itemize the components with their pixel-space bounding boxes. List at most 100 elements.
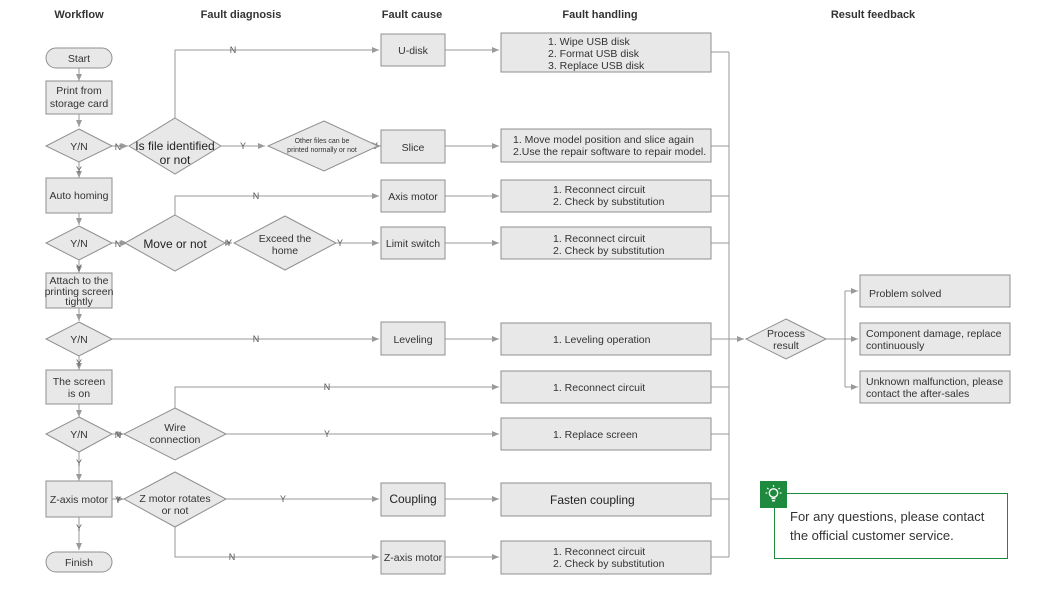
yn-decision-2	[44, 225, 114, 261]
process-result-line2: result	[773, 340, 799, 352]
diagnosis-column: Is file identified or not Other files ca…	[122, 117, 380, 528]
cause-coupling-label: Coupling	[389, 492, 436, 506]
exceed-line2: home	[272, 245, 298, 257]
move-or-not-label: Move or not	[143, 237, 207, 251]
edge-label-yes: Y	[280, 494, 286, 504]
screen-label-line1: The screen	[53, 376, 106, 388]
handling-axis-box	[500, 179, 712, 213]
yn-label: Y/N	[70, 141, 88, 153]
screen-label-line2: is on	[68, 388, 90, 400]
auto-homing-node	[45, 177, 113, 214]
z-rotates-line2: or not	[162, 505, 189, 517]
note-frame	[774, 493, 1008, 559]
file-identified-decision	[128, 117, 222, 175]
cause-column: U-disk Slice Axis motor Limit switch Lev…	[380, 33, 446, 575]
handling-replace-screen-box	[500, 417, 712, 451]
handling-zmotor-box	[500, 540, 712, 575]
edge-label-no: N	[324, 382, 331, 392]
edge-label-no: N	[115, 239, 122, 249]
handling-axis-1: 1. Reconnect circuit	[553, 184, 645, 196]
process-result-line1: Process	[767, 328, 805, 340]
result-column: Process result Problem solved Component …	[744, 274, 1011, 404]
screen-on-node	[45, 369, 113, 405]
result-damage-line2: continuously	[866, 340, 925, 352]
finish-label: Finish	[65, 557, 93, 569]
attach-label-line3: tightly	[65, 296, 93, 308]
edge-labels: Y N Y N Y Y N Y Y N Y Y N Y Y N N Y Y N	[76, 45, 378, 562]
handling-usb-3: 3. Replace USB disk	[548, 60, 645, 72]
cause-z-axis-motor-box	[380, 540, 446, 575]
other-files-line2: printed normally or not	[287, 147, 357, 154]
result-unknown-line1: Unknown malfunction, please	[866, 376, 1003, 388]
edge-label-yes: Y	[76, 458, 82, 468]
cause-axis-motor-label: Axis motor	[388, 191, 438, 203]
result-unknown-line2: contact the after-sales	[866, 388, 969, 400]
header-fault-cause: Fault cause	[382, 9, 443, 21]
edge-label-yes: Y	[226, 238, 232, 248]
edge-label-yes: Y	[324, 429, 330, 439]
workflow-column: Start Print from storage card Y/N Auto h…	[44, 47, 114, 573]
other-files-decision	[266, 120, 380, 172]
edge-label-no: N	[229, 552, 236, 562]
handling-axis-2: 2. Check by substitution	[553, 196, 665, 208]
edge-label-yes: Y	[115, 495, 121, 505]
edge-label-no: N	[115, 430, 122, 440]
connectors	[76, 47, 858, 560]
handling-slice-box	[500, 128, 712, 163]
yn-label: Y/N	[70, 429, 88, 441]
file-identified-line2: or not	[160, 153, 191, 167]
print-label-line2: storage card	[50, 98, 109, 110]
handling-slice-2: 2.Use the repair software to repair mode…	[513, 146, 706, 158]
handling-column: 1. Wipe USB disk 2. Format USB disk 3. R…	[500, 32, 712, 575]
handling-limit-2: 2. Check by substitution	[553, 245, 665, 257]
cause-udisk-box	[380, 33, 446, 67]
auto-homing-label: Auto homing	[50, 190, 109, 202]
finish-node	[45, 551, 113, 573]
handling-limit-box	[500, 226, 712, 260]
header-fault-handling: Fault handling	[562, 9, 637, 21]
cause-leveling-label: Leveling	[393, 334, 432, 346]
z-axis-motor-node	[45, 480, 113, 518]
cause-udisk-label: U-disk	[398, 45, 429, 57]
wire-line2: connection	[150, 434, 201, 446]
attach-screen-node	[45, 272, 113, 309]
z-axis-motor-label: Z-axis motor	[50, 494, 109, 506]
edge-label-yes: Y	[240, 141, 246, 151]
yn-decision-3	[44, 321, 114, 357]
handling-limit-1: 1. Reconnect circuit	[553, 233, 645, 245]
handling-reconnect-box	[500, 370, 712, 404]
yn-label: Y/N	[70, 334, 88, 346]
z-rotates-line1: Z motor rotates	[139, 493, 210, 505]
cause-slice-box	[380, 129, 446, 164]
handling-leveling-box	[500, 322, 712, 356]
cause-limit-switch-label: Limit switch	[386, 238, 440, 250]
handling-usb-box	[500, 32, 712, 73]
attach-label-line2: printing screen	[45, 286, 114, 298]
result-solved-label: Problem solved	[869, 288, 942, 300]
cause-axis-motor-box	[380, 179, 446, 213]
customer-service-note: For any questions, please contact the of…	[760, 481, 1008, 559]
handling-zmotor-1: 1. Reconnect circuit	[553, 546, 645, 558]
cause-z-axis-motor-label: Z-axis motor	[384, 552, 443, 564]
yn-decision-4	[44, 416, 114, 453]
handling-slice-1: 1. Move model position and slice again	[513, 134, 694, 146]
note-line1: For any questions, please contact	[790, 509, 985, 524]
print-from-card-node	[45, 80, 113, 115]
edge-label-yes: Y	[76, 358, 82, 368]
handling-leveling-1: 1. Leveling operation	[553, 334, 651, 346]
start-node	[45, 47, 113, 69]
note-line2: the official customer service.	[790, 528, 954, 543]
handling-zmotor-2: 2. Check by substitution	[553, 558, 665, 570]
edge-label-no: N	[253, 191, 260, 201]
z-rotates-decision	[122, 471, 228, 528]
edge-label-yes: Y	[337, 238, 343, 248]
cause-leveling-box	[380, 321, 446, 356]
exceed-home-decision	[232, 215, 338, 271]
cause-limit-switch-box	[380, 226, 446, 260]
process-result-decision	[744, 318, 828, 360]
file-identified-line1: Is file identified	[135, 139, 214, 153]
handling-fasten-coupling-box	[500, 482, 712, 517]
cause-coupling-box	[380, 482, 446, 517]
result-damage-box	[859, 322, 1011, 356]
result-unknown-box	[859, 370, 1011, 404]
